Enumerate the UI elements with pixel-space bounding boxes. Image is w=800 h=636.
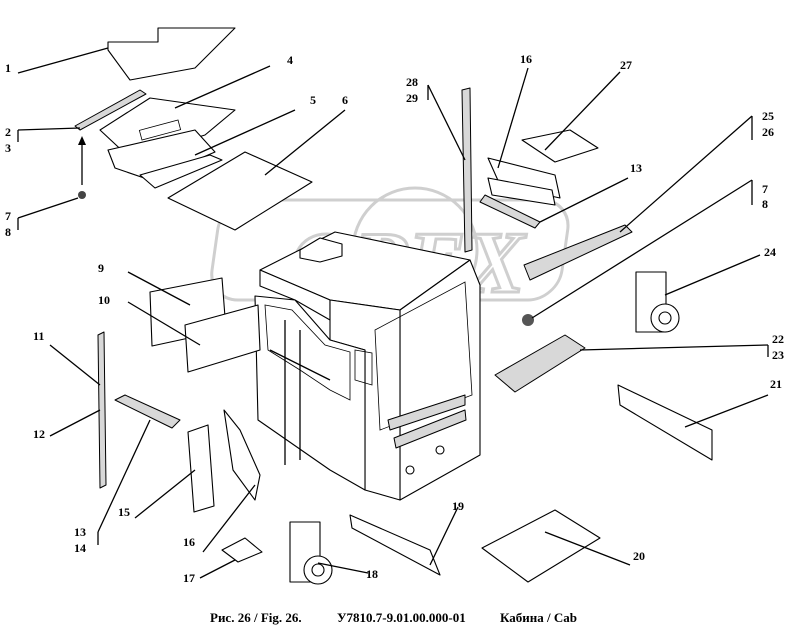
part-16-panel-left: [223, 409, 261, 501]
callout-8-right: 8: [762, 197, 768, 211]
part-19-beam: [349, 514, 441, 576]
part-27-panel: [521, 129, 599, 163]
callout-19: 19: [452, 499, 464, 513]
callout-6: 6: [342, 93, 348, 107]
callout-20: 20: [633, 549, 645, 563]
caption-title: Кабина / Cab: [500, 610, 577, 625]
part-21-plate: [617, 384, 713, 461]
part-13-bracket-left: [114, 394, 181, 429]
part-4-display: [138, 119, 182, 141]
callout-23: 23: [772, 348, 784, 362]
part-5-lower-panel: [139, 154, 223, 189]
leader-lines: [17, 47, 769, 579]
callout-27: 27: [620, 58, 632, 72]
part-11-strip: [97, 331, 107, 489]
part-10-panel: [184, 304, 261, 373]
callout-25: 25: [762, 109, 774, 123]
callout-16-right: 16: [520, 52, 532, 66]
callout-2: 2: [5, 125, 11, 139]
callout-8-left: 8: [5, 225, 11, 239]
part-17-pad: [221, 537, 263, 563]
bolt-7-left: [78, 191, 86, 199]
part-20-plate: [481, 509, 601, 583]
callout-7-right: 7: [762, 182, 768, 196]
callout-11: 11: [33, 329, 44, 343]
callout-26: 26: [762, 125, 774, 139]
callout-12: 12: [33, 427, 45, 441]
callout-28: 28: [406, 75, 418, 89]
callout-14: 14: [74, 541, 86, 555]
part-15-panel: [187, 424, 215, 513]
callout-5: 5: [310, 93, 316, 107]
callout-7-left: 7: [5, 209, 11, 223]
part-22-bracket: [494, 334, 586, 393]
callout-10: 10: [98, 293, 110, 307]
callout-15: 15: [118, 505, 130, 519]
callout-29: 29: [406, 91, 418, 105]
part-24-fan: [635, 271, 680, 333]
callout-13-left: 13: [74, 525, 86, 539]
callout-21: 21: [770, 377, 782, 391]
callout-4: 4: [287, 53, 293, 67]
part-13-bracket-right: [479, 194, 541, 229]
assembly-arrowhead: [78, 136, 86, 145]
part-16-panel-right-lower: [487, 177, 556, 206]
callout-16-left: 16: [183, 535, 195, 549]
callout-9: 9: [98, 261, 104, 275]
part-28-post: [461, 87, 473, 253]
part-6-plate: [167, 151, 313, 231]
caption-code: У7810.7-9.01.00.000-01: [337, 610, 466, 625]
callout-3: 3: [5, 141, 11, 155]
part-18-fan: [289, 521, 333, 585]
callout-13-right: 13: [630, 161, 642, 175]
callout-24: 24: [764, 245, 776, 259]
caption-figure: Рис. 26 / Fig. 26.: [210, 610, 302, 625]
part-1-mat: [107, 27, 236, 81]
callout-22: 22: [772, 332, 784, 346]
callout-labels: 1 2 3 4 5 6 7 8 9 10 11 12 13 14 15 16 1…: [5, 52, 784, 585]
cab-body: [254, 231, 481, 501]
callout-17: 17: [183, 571, 195, 585]
callout-18: 18: [366, 567, 378, 581]
caption: Рис. 26 / Fig. 26. У7810.7-9.01.00.000-0…: [210, 610, 577, 625]
part-25-rail: [523, 224, 633, 281]
callout-1: 1: [5, 61, 11, 75]
bolt-7-right: [522, 314, 534, 326]
